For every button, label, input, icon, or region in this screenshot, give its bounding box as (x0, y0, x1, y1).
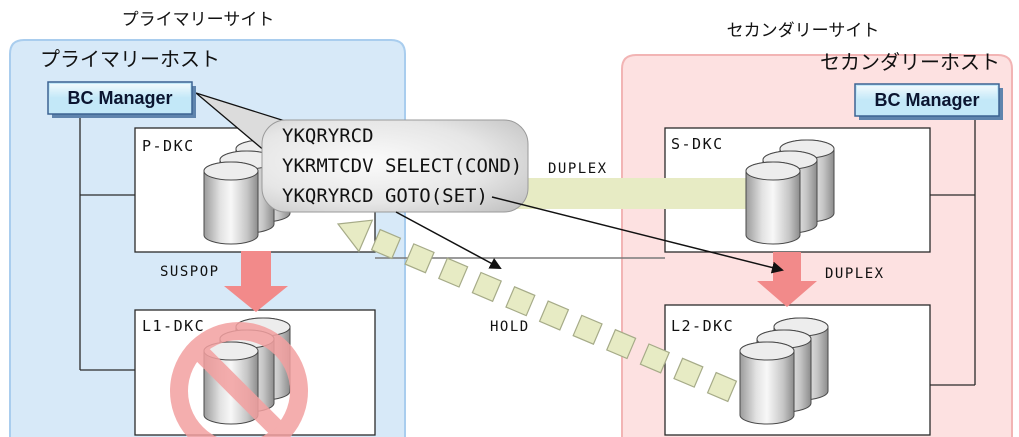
hold-path-status-label: HOLD (490, 319, 530, 335)
prohibited-ring (170, 321, 309, 437)
disk-cylinder (745, 161, 801, 245)
bc-manager-label: BC Manager (67, 88, 172, 108)
dash-block (370, 228, 402, 260)
dash-block (572, 314, 603, 346)
bc-manager-label: BC Manager (874, 90, 979, 110)
disk-cylinder (739, 341, 795, 425)
command-to-hold-path-arrow (395, 211, 502, 269)
primary-pair-transition-arrow (224, 251, 288, 312)
command-callout (261, 119, 529, 213)
secondary-bc-manager: BC Manager (854, 83, 1003, 120)
secondary-host-label: セカンダリーホスト (820, 50, 1000, 74)
secondary-site-title: セカンダリーサイト (727, 21, 880, 41)
primary-site-border (9, 39, 406, 437)
bc-manager-gloss (857, 86, 997, 100)
command-line-3: YKQRYRCD GOTO(SET) (282, 185, 488, 207)
bc-manager-gloss (50, 84, 190, 98)
dash-block (538, 300, 570, 331)
s-dkc-label: S-DKC (671, 135, 724, 153)
primary-bc-manager: BC Manager (47, 81, 196, 118)
primary-pair-status-label: SUSPOP (160, 264, 220, 280)
primary-site-title: プライマリーサイト (122, 10, 275, 30)
dash-block (471, 271, 503, 303)
primary-host-connection-lines (79, 116, 135, 371)
remote-copy-status-label: DUPLEX (548, 161, 608, 177)
dash-block (437, 257, 469, 288)
dash-block (706, 371, 738, 403)
dash-block (605, 328, 637, 360)
dash-arrowhead (336, 219, 374, 253)
prohibited-slash (195, 347, 283, 435)
secondary-host-connection-lines (930, 118, 976, 386)
command-line-2: YKRMTCDV SELECT(COND) (282, 155, 522, 177)
command-line-1: YKQRYRCD (282, 125, 374, 147)
dash-block (673, 357, 704, 388)
disk-cylinder (203, 161, 259, 245)
dash-block (404, 243, 435, 274)
dash-block (639, 343, 671, 374)
secondary-site-border (621, 54, 1013, 437)
prohibited-icon (170, 321, 309, 437)
command-to-l2-dkc-arrow (491, 196, 784, 274)
dash-block (505, 285, 536, 317)
l2-to-command-dashed-arrow (336, 219, 738, 403)
l1-dkc-label: L1-DKC (142, 317, 205, 335)
primary-host-label: プライマリーホスト (40, 47, 220, 71)
p-dkc-label: P-DKC (142, 137, 195, 155)
l2-dkc-label: L2-DKC (671, 317, 734, 335)
secondary-pair-status-label: DUPLEX (825, 266, 885, 282)
secondary-pair-transition-arrow (757, 252, 817, 307)
